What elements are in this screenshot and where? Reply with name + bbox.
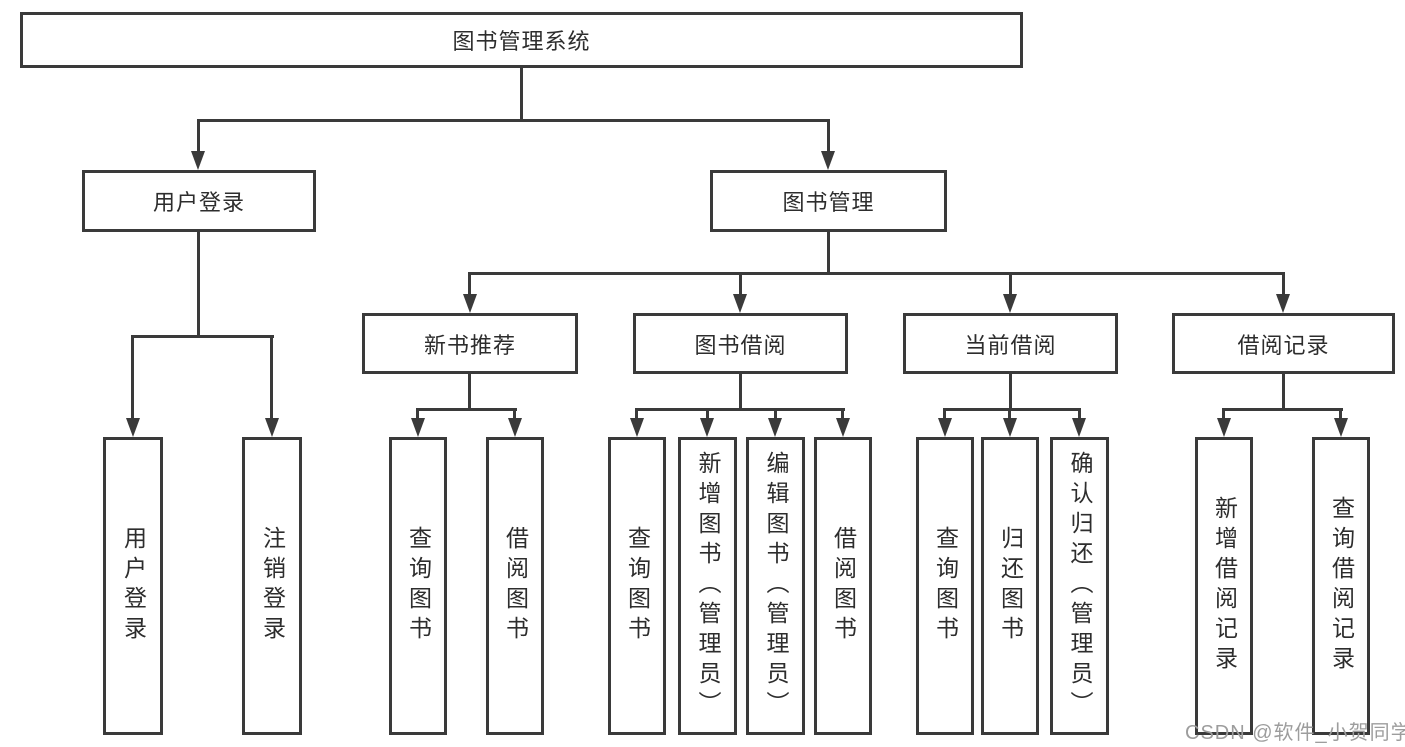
connector-line xyxy=(1008,408,1011,419)
connector-line xyxy=(520,68,523,119)
connector-arrow xyxy=(1334,418,1348,437)
connector-line xyxy=(1222,408,1343,411)
leaf-query-books-borrowing: 查询图书 xyxy=(608,437,666,735)
leaf-label: 查询图书 xyxy=(932,526,959,646)
connector-arrow xyxy=(821,151,835,170)
node-book-management: 图书管理 xyxy=(710,170,947,232)
connector-line xyxy=(270,335,273,419)
connector-arrow xyxy=(191,151,205,170)
connector-line xyxy=(1282,272,1285,295)
connector-line xyxy=(635,408,845,411)
connector-arrow xyxy=(938,418,952,437)
leaf-query-borrow-record: 查询借阅记录 xyxy=(1312,437,1370,735)
leaf-label: 借阅图书 xyxy=(502,526,529,646)
node-label: 当前借阅 xyxy=(964,332,1057,358)
node-borrowing-records: 借阅记录 xyxy=(1172,313,1395,374)
node-label: 图书借阅 xyxy=(694,332,787,358)
csdn-watermark: CSDN @软件_小贺同学 xyxy=(1185,722,1405,744)
node-user-login: 用户登录 xyxy=(82,170,316,232)
connector-line xyxy=(943,408,946,419)
connector-line xyxy=(1339,408,1342,419)
connector-arrow xyxy=(630,418,644,437)
leaf-query-books-recommend: 查询图书 xyxy=(389,437,447,735)
leaf-borrow-books-recommend: 借阅图书 xyxy=(486,437,544,735)
leaf-label: 查询图书 xyxy=(405,526,432,646)
connector-arrow xyxy=(1003,418,1017,437)
connector-line xyxy=(1222,408,1225,419)
connector-arrow xyxy=(1072,418,1086,437)
connector-arrow xyxy=(1003,294,1017,313)
connector-arrow xyxy=(836,418,850,437)
connector-line xyxy=(827,119,830,152)
connector-line xyxy=(416,408,419,419)
leaf-label: 借阅图书 xyxy=(830,526,857,646)
node-label: 新书推荐 xyxy=(423,332,516,358)
connector-line xyxy=(197,232,200,335)
leaf-label: 新增图书（管理员） xyxy=(695,451,721,721)
connector-line xyxy=(1009,272,1012,295)
connector-line xyxy=(706,408,709,419)
leaf-label: 编辑图书（管理员） xyxy=(763,451,789,721)
node-library-management-system: 图书管理系统 xyxy=(20,12,1023,68)
leaf-label: 查询图书 xyxy=(624,526,651,646)
connector-arrow xyxy=(411,418,425,437)
connector-line xyxy=(1078,408,1081,419)
connector-line xyxy=(468,272,1285,275)
node-current-borrowing: 当前借阅 xyxy=(903,313,1118,374)
leaf-user-login: 用户登录 xyxy=(103,437,163,735)
leaf-label: 归还图书 xyxy=(997,526,1024,646)
leaf-logout: 注销登录 xyxy=(242,437,302,735)
connector-line xyxy=(841,408,844,419)
connector-arrow xyxy=(463,294,477,313)
connector-line xyxy=(739,374,742,408)
leaf-add-book-admin: 新增图书（管理员） xyxy=(678,437,737,735)
connector-arrow xyxy=(265,418,279,437)
connector-arrow xyxy=(1276,294,1290,313)
connector-line xyxy=(827,232,830,272)
connector-arrow xyxy=(126,418,140,437)
leaf-label: 查询借阅记录 xyxy=(1328,496,1355,676)
connector-line xyxy=(1282,374,1285,408)
connector-line xyxy=(774,408,777,419)
connector-line xyxy=(197,119,830,122)
connector-arrow xyxy=(700,418,714,437)
connector-line xyxy=(468,374,471,408)
connector-line xyxy=(513,408,516,419)
leaf-label: 新增借阅记录 xyxy=(1211,496,1238,676)
connector-line xyxy=(468,272,471,295)
node-new-book-recommendation: 新书推荐 xyxy=(362,313,578,374)
leaf-query-books-current: 查询图书 xyxy=(916,437,974,735)
connector-line xyxy=(739,272,742,295)
connector-line xyxy=(197,119,200,152)
leaf-label: 确认归还（管理员） xyxy=(1067,451,1093,721)
connector-line xyxy=(943,408,1081,411)
leaf-add-borrow-record: 新增借阅记录 xyxy=(1195,437,1253,735)
connector-arrow xyxy=(733,294,747,313)
connector-arrow xyxy=(768,418,782,437)
leaf-label: 用户登录 xyxy=(120,526,147,646)
connector-line xyxy=(635,408,638,419)
connector-line xyxy=(416,408,517,411)
node-label: 用户登录 xyxy=(152,190,245,215)
leaf-edit-book-admin: 编辑图书（管理员） xyxy=(746,437,805,735)
node-label: 图书管理系统 xyxy=(452,29,591,54)
connector-arrow xyxy=(1217,418,1231,437)
leaf-confirm-return-admin: 确认归还（管理员） xyxy=(1050,437,1109,735)
connector-line xyxy=(131,335,274,338)
connector-line xyxy=(1009,374,1012,408)
connector-arrow xyxy=(508,418,522,437)
leaf-borrow-books-borrowing: 借阅图书 xyxy=(814,437,872,735)
node-label: 借阅记录 xyxy=(1237,332,1330,358)
leaf-label: 注销登录 xyxy=(259,526,286,646)
connector-line xyxy=(131,335,134,419)
node-book-borrowing: 图书借阅 xyxy=(633,313,848,374)
node-label: 图书管理 xyxy=(782,190,875,215)
leaf-return-books: 归还图书 xyxy=(981,437,1039,735)
